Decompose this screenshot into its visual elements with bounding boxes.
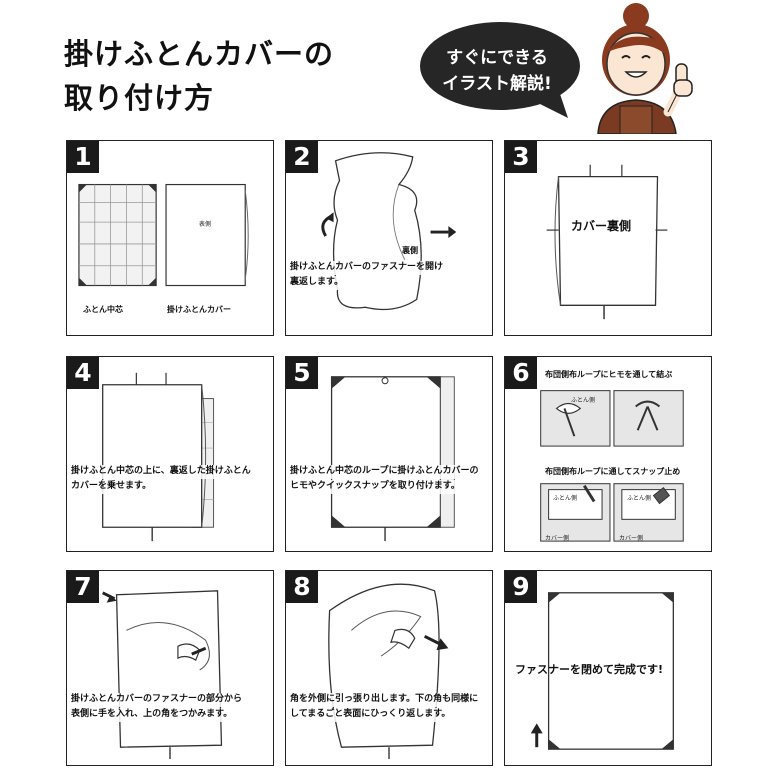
step9-caption: ファスナーを閉めて完成です! [515, 663, 664, 676]
step-number-9: 9 [505, 571, 537, 603]
step6-label-futon-1: ふとん側 [571, 397, 596, 404]
step6-label-futon-3: ふとん側 [627, 495, 652, 502]
step5-caption-line2: ヒモやクイックスナップを取り付けます。 [290, 480, 460, 494]
step8-caption-line2: してまるごと表面にひっくり返します。 [290, 708, 451, 722]
mascot-illustration [597, 3, 693, 134]
step6-label-cover-1: カバー側 [545, 535, 570, 542]
attach-loops-illustration [330, 376, 455, 542]
step6-label-cover-2: カバー側 [619, 535, 644, 542]
step-panel-8: 8 角を外側に引っ張り出します。下の角も同様に してまるごと表面にひっくり返しま… [285, 570, 493, 766]
step-number-3: 3 [505, 141, 537, 173]
step-panel-9: 9 ファスナーを閉めて完成です! [504, 570, 712, 766]
step4-caption-line2: カバーを乗せます。 [71, 480, 152, 494]
tie-and-snap-detail-illustration [540, 390, 684, 542]
step-panel-5: 5 掛けふとん中芯のループに掛けふとんカバーの ヒモやクイックスナップを取り付け… [285, 356, 493, 552]
step1-label-inner: 表側 [199, 221, 212, 228]
step-panel-6: 6 布団側布ループにヒモを通して結ぶ 布団側布ループに通してスナップ止め ふとん… [504, 356, 712, 552]
page-title-line1: 掛けふとんカバーの [64, 37, 335, 71]
step-panel-3: 3 カバー裏側 [504, 140, 712, 336]
step2-caption-line1: 掛けふとんカバーのファスナーを開け [290, 261, 444, 275]
bubble-text-line1: すぐにできる [446, 48, 548, 68]
step-panel-1: 1 表側 ふとん中芯 掛けふとんカバー [66, 140, 274, 336]
step-number-5: 5 [286, 357, 318, 389]
step7-caption-line1: 掛けふとんカバーのファスナーの部分から [71, 693, 243, 707]
step4-caption-line1: 掛けふとん中芯の上に、裏返した掛けふとん [71, 465, 251, 479]
grab-corner-illustration [102, 590, 223, 760]
step-panel-2: 2 裏側 掛けふとんカバーのファスナーを開け 裏返します。 [285, 140, 493, 336]
step-number-2: 2 [286, 141, 318, 173]
cover-on-futon-illustration [102, 372, 215, 542]
step8-caption-line1: 角を外側に引っ張り出します。下の角も同様に [290, 693, 479, 707]
bubble-text-line2: イラスト解説! [442, 74, 552, 94]
step7-caption-line2: 表側に手を入れ、上の角をつかみます。 [71, 708, 233, 722]
step-number-6: 6 [505, 357, 537, 389]
completed-cover-illustration [530, 592, 674, 750]
step-panel-4: 4 掛けふとん中芯の上に、裏返した掛けふとん カバーを乗せます。 [66, 356, 274, 552]
step3-label-inner: カバー裏側 [571, 219, 632, 233]
step-number-7: 7 [67, 571, 99, 603]
step1-label-right: 掛けふとんカバー [167, 305, 231, 314]
step-number-1: 1 [67, 141, 99, 173]
cover-reverse-side-illustration [546, 164, 668, 320]
page-title-line2: 取り付け方 [64, 81, 215, 115]
step-number-8: 8 [286, 571, 318, 603]
futon-and-cover-illustration [78, 183, 249, 287]
speech-bubble [420, 22, 580, 118]
step6-label-futon-2: ふとん側 [553, 495, 578, 502]
turn-inside-out-illustration [321, 152, 457, 311]
step6-heading-tie: 布団側布ループにヒモを通して結ぶ [545, 370, 673, 379]
step-number-4: 4 [67, 357, 99, 389]
step5-caption-line1: 掛けふとん中芯のループに掛けふとんカバーの [290, 465, 479, 479]
step6-heading-snap: 布団側布ループに通してスナップ止め [545, 467, 681, 476]
step2-label-inner: 裏側 [402, 246, 418, 255]
step-panel-7: 7 掛けふとんカバーのファスナーの部分から 表側に手を入れ、上の角をつかみます。 [66, 570, 274, 766]
step2-caption-line2: 裏返します。 [290, 276, 344, 290]
pull-corner-out-illustration [328, 583, 449, 760]
step1-label-left: ふとん中芯 [83, 305, 123, 314]
